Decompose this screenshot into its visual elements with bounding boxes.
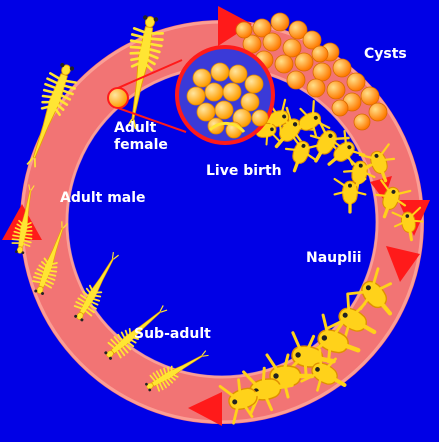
label-adult-female: Adult female xyxy=(114,120,168,153)
label-cysts: Cysts xyxy=(364,46,407,62)
label-adult-female-line1: Adult xyxy=(114,120,157,136)
arrow-top-icon xyxy=(218,6,252,46)
brood-pouch-magnifier-icon xyxy=(175,45,275,145)
label-adult-male: Adult male xyxy=(60,190,146,206)
arrow-bottom-icon xyxy=(188,392,222,426)
label-live-birth: Live birth xyxy=(206,163,282,179)
label-sub-adult: Sub-adult xyxy=(134,326,211,342)
label-adult-female-line2: female xyxy=(114,137,168,153)
cyst-cluster-icon xyxy=(235,12,388,131)
label-nauplii: Nauplii xyxy=(306,250,362,266)
magnifier-lines xyxy=(117,59,187,133)
stage-labels: Cysts Adult female Live birth Adult male… xyxy=(60,46,407,342)
arrow-lower-right-icon xyxy=(386,246,420,282)
